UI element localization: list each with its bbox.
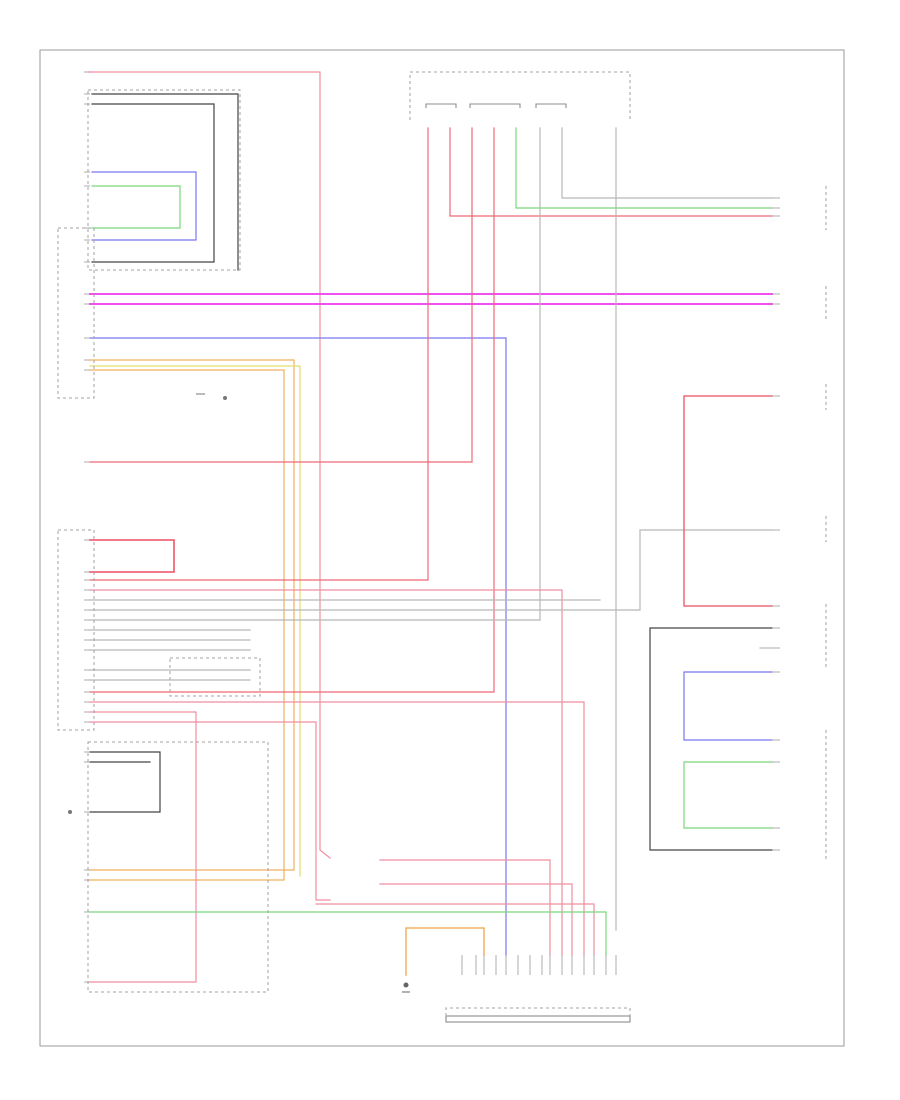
wire-orange-1 bbox=[89, 359, 295, 871]
wire-top-v-4 bbox=[89, 127, 495, 693]
sensor-symbol-icon bbox=[196, 393, 227, 400]
pin-ticks bbox=[84, 71, 780, 983]
wire-grey-h-2 bbox=[89, 529, 773, 611]
wire-right-dark bbox=[649, 627, 773, 851]
sensor-symbol-icon-2 bbox=[68, 810, 72, 814]
wire-top-dark-2 bbox=[91, 103, 215, 263]
top-connector-sub-3 bbox=[535, 103, 567, 108]
wire-green-bottom bbox=[89, 911, 607, 956]
wire-red-to-bottom-3 bbox=[89, 711, 197, 983]
wire-right-red bbox=[683, 395, 773, 607]
wire-red-loop bbox=[89, 539, 175, 573]
top-connector-sub-2 bbox=[469, 103, 521, 108]
mid-junction-box bbox=[169, 657, 261, 697]
wire-right-blue bbox=[683, 671, 773, 741]
wire-ground-orange bbox=[405, 927, 485, 976]
top-connector-bracket bbox=[409, 71, 631, 120]
wire-top-v-3 bbox=[89, 127, 473, 463]
wire-top-v-green bbox=[515, 127, 773, 209]
wire-top-v-1 bbox=[89, 127, 429, 581]
wire-red-lower-3 bbox=[315, 903, 595, 956]
wire-blue-long bbox=[89, 337, 507, 956]
wire-red-to-bottom-2 bbox=[89, 701, 585, 956]
wire-red-lower-mid-2 bbox=[379, 883, 573, 956]
wire-orange-2 bbox=[89, 369, 285, 881]
left-module-outline-mid bbox=[57, 227, 95, 399]
wire-lower-dark-1 bbox=[89, 751, 161, 813]
wire-yellow-1 bbox=[89, 365, 301, 877]
wire-top-dark-1 bbox=[91, 93, 239, 271]
wire-right-green bbox=[683, 761, 773, 829]
left-module-outline-top bbox=[87, 89, 241, 271]
diagram-frame bbox=[39, 49, 845, 1047]
top-connector-sub-1 bbox=[425, 103, 457, 108]
bottom-data-link-connector bbox=[445, 1015, 631, 1023]
wire-top-v-2 bbox=[449, 127, 773, 217]
wire-red-to-bottom-4 bbox=[89, 721, 331, 901]
left-module-outline-bottom bbox=[87, 741, 269, 993]
bottom-connector-outline bbox=[445, 1007, 631, 1016]
wire-red-lower-mid bbox=[379, 859, 551, 956]
wire-top-red bbox=[87, 71, 331, 859]
wire-layer bbox=[87, 71, 773, 983]
wire-top-v-grey-2 bbox=[561, 127, 773, 199]
component-layer bbox=[57, 71, 827, 1023]
left-module-outline-lower bbox=[57, 529, 95, 731]
wire-red-to-bottom-1 bbox=[89, 589, 563, 956]
wire-blue-loop bbox=[91, 171, 197, 241]
wire-green-loop bbox=[91, 185, 181, 229]
ground-symbol-icon bbox=[402, 982, 410, 993]
